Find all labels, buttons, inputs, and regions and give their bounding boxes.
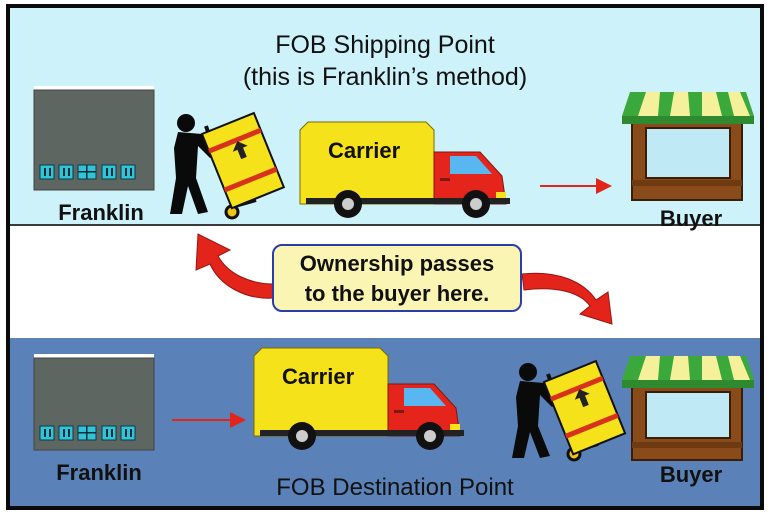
mover-with-dolly-bottom	[512, 359, 627, 462]
diagram-title: FOB Shipping Point	[275, 31, 495, 59]
carrier-truck-top	[299, 121, 510, 218]
callout-line-2: to the buyer here.	[304, 281, 490, 306]
arrow-to-top-panel	[195, 233, 275, 299]
diagram-graphics	[33, 86, 754, 462]
buyer-label-bottom: Buyer	[659, 462, 723, 487]
callout-line-1: Ownership passes	[299, 251, 495, 276]
arrow-to-bottom-panel	[521, 272, 613, 325]
bottom-panel-title: FOB Destination Point	[276, 474, 514, 501]
franklin-warehouse-bottom	[33, 354, 155, 451]
top-ground-line	[10, 224, 760, 226]
franklin-warehouse-top	[33, 86, 155, 191]
carrier-label-bottom: Carrier	[282, 364, 355, 389]
buyer-store-top	[622, 92, 754, 201]
carrier-truck-bottom	[253, 347, 464, 450]
buyer-label-top: Buyer	[659, 206, 723, 231]
mover-with-dolly-top	[170, 111, 286, 220]
diagram-frame: FOB Shipping Point (this is Franklin’s m…	[6, 4, 764, 510]
buyer-store-bottom	[622, 356, 754, 461]
diagram-subtitle: (this is Franklin’s method)	[242, 63, 528, 91]
franklin-label-top: Franklin	[58, 200, 144, 225]
ownership-callout: Ownership passes to the buyer here.	[272, 244, 522, 312]
franklin-label-bottom: Franklin	[56, 460, 142, 485]
carrier-label-top: Carrier	[328, 138, 401, 163]
